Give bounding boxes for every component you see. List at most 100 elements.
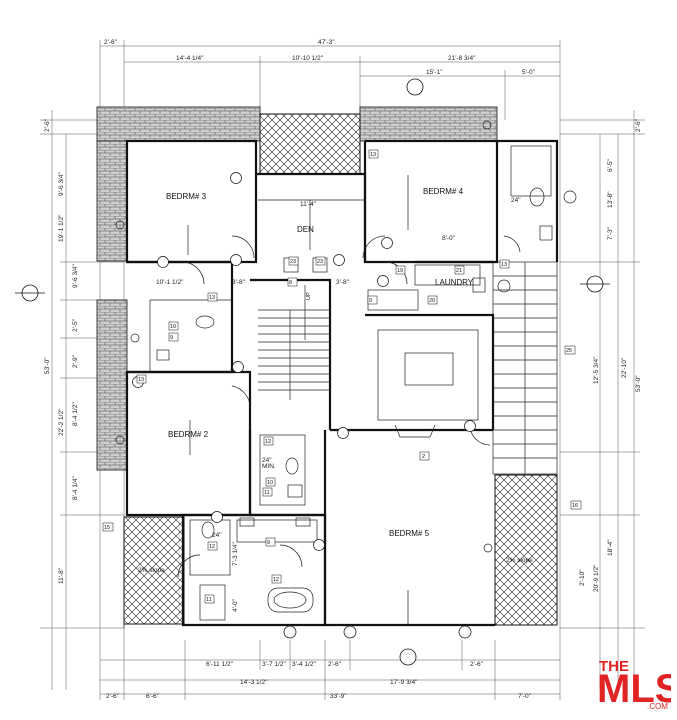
svg-text:10: 10 xyxy=(170,324,176,330)
svg-text:11'-8": 11'-8" xyxy=(58,567,65,584)
mls-logo-mls: MLS xyxy=(597,667,671,711)
svg-text:15'-1": 15'-1" xyxy=(426,69,443,76)
svg-text:16: 16 xyxy=(572,503,578,509)
svg-text:19'-1 1/2": 19'-1 1/2" xyxy=(58,214,65,242)
svg-text:2% slope: 2% slope xyxy=(138,567,165,574)
svg-text:10'-1 1/2": 10'-1 1/2" xyxy=(156,279,184,286)
svg-text:24": 24" xyxy=(212,532,222,539)
svg-text:17'-9 3/4": 17'-9 3/4" xyxy=(390,679,418,686)
svg-text:3'-8": 3'-8" xyxy=(232,279,246,286)
svg-text:MIN.: MIN. xyxy=(262,463,276,470)
room-label-bedroom4: BEDRM# 4 xyxy=(423,187,464,196)
svg-text:12: 12 xyxy=(265,439,271,445)
fixture-tags: 13 13 13 13 12 12 12 10 10 9 9 9 11 11 2… xyxy=(102,149,582,604)
left-dimension-labels: 53'-0" 2'-6" 9'-6 3/4" 19'-1 1/2" 9'-6 3… xyxy=(44,118,79,584)
svg-text:9: 9 xyxy=(267,540,270,546)
svg-text:9: 9 xyxy=(170,335,173,341)
room-labels: BEDRM# 3 BEDRM# 4 DEN LAUNDRY BEDRM# 2 B… xyxy=(166,187,474,538)
svg-text:7'-0": 7'-0" xyxy=(518,693,532,700)
door-swings xyxy=(177,235,521,578)
svg-text:2: 2 xyxy=(422,454,425,460)
svg-text:25: 25 xyxy=(566,348,572,354)
callout-circles xyxy=(132,172,476,551)
svg-text:15: 15 xyxy=(104,525,110,531)
svg-text:9: 9 xyxy=(369,298,372,304)
svg-text:2'-10": 2'-10" xyxy=(579,569,586,586)
svg-text:11: 11 xyxy=(206,597,212,603)
mls-logo-com: .COM xyxy=(647,702,668,711)
svg-text:23: 23 xyxy=(317,259,323,265)
section-markers xyxy=(15,78,610,666)
svg-text:2% slope: 2% slope xyxy=(506,557,533,564)
svg-text:9'-6 3/4": 9'-6 3/4" xyxy=(58,172,65,196)
brick-veneer xyxy=(96,106,498,471)
svg-text:20: 20 xyxy=(429,298,435,304)
svg-text:6'-6": 6'-6" xyxy=(146,693,160,700)
partitions xyxy=(123,145,552,628)
svg-text:22'-2 1/2": 22'-2 1/2" xyxy=(58,408,65,436)
svg-text:21: 21 xyxy=(456,268,462,274)
svg-text:11'-4": 11'-4" xyxy=(300,201,317,208)
svg-text:12: 12 xyxy=(273,577,279,583)
svg-text:8'-4 1/4": 8'-4 1/4" xyxy=(72,476,79,500)
svg-text:8'-0": 8'-0" xyxy=(442,235,456,242)
room-label-bedroom5: BEDRM# 5 xyxy=(389,529,430,538)
svg-text:6'-11 1/2": 6'-11 1/2" xyxy=(206,661,234,668)
svg-text:12'-5 3/4": 12'-5 3/4" xyxy=(593,356,600,384)
svg-text:7'-3": 7'-3" xyxy=(607,226,614,240)
svg-text:2'-6": 2'-6" xyxy=(635,118,642,132)
svg-text:2'-6": 2'-6" xyxy=(470,661,484,668)
room-label-laundry: LAUNDRY xyxy=(435,278,474,287)
svg-text:53'-0": 53'-0" xyxy=(44,357,51,374)
mls-logo-the: THE xyxy=(599,658,629,675)
svg-text:12: 12 xyxy=(209,544,215,550)
svg-text:53'-0": 53'-0" xyxy=(635,375,642,392)
room-label-bedroom3: BEDRM# 3 xyxy=(166,192,207,201)
svg-text:3'-8": 3'-8" xyxy=(336,279,350,286)
svg-text:10: 10 xyxy=(267,480,273,486)
room-label-bedroom2: BEDRM# 2 xyxy=(168,430,209,439)
svg-text:UP: UP xyxy=(306,292,312,300)
svg-text:5'-0": 5'-0" xyxy=(522,69,536,76)
right-dimension-labels: 53'-0" 2'-6" 6'-5" 13'-8" 7'-3" 22'-10" … xyxy=(232,118,642,612)
svg-text:9'-6 3/4": 9'-6 3/4" xyxy=(72,264,79,288)
svg-text:2'-6": 2'-6" xyxy=(104,39,118,46)
svg-text:2'-6": 2'-6" xyxy=(106,693,120,700)
svg-text:47'-3": 47'-3" xyxy=(318,39,335,46)
svg-text:6'-5": 6'-5" xyxy=(607,158,614,172)
walls xyxy=(125,139,559,627)
svg-text:24": 24" xyxy=(511,197,521,204)
decks xyxy=(123,113,558,626)
svg-text:33'-9": 33'-9" xyxy=(330,693,347,700)
svg-text:8: 8 xyxy=(289,280,292,286)
svg-text:8'-4 1/2": 8'-4 1/2" xyxy=(72,402,79,426)
svg-text:23: 23 xyxy=(290,259,296,265)
svg-text:22'-10": 22'-10" xyxy=(621,357,628,378)
svg-text:21'-8 3/4": 21'-8 3/4" xyxy=(448,55,476,62)
svg-text:2'-6": 2'-6" xyxy=(328,661,342,668)
svg-text:13'-8": 13'-8" xyxy=(607,191,614,208)
room-label-den: DEN xyxy=(297,225,314,234)
svg-text:19: 19 xyxy=(397,268,403,274)
svg-text:24": 24" xyxy=(262,457,272,464)
svg-text:14'-4 1/4": 14'-4 1/4" xyxy=(176,55,204,62)
svg-text:3'-4 1/2": 3'-4 1/2" xyxy=(292,661,316,668)
svg-text:20'-9 1/2": 20'-9 1/2" xyxy=(593,564,600,592)
svg-text:11: 11 xyxy=(264,490,270,496)
svg-text:7'-3 1/4": 7'-3 1/4" xyxy=(232,542,239,566)
mls-logo: THE MLS .COM xyxy=(597,658,671,711)
svg-text:18'-4": 18'-4" xyxy=(607,539,614,556)
dimension-labels: 47'-3" 2'-6" 14'-4 1/4" 10'-10 1/2" 21'-… xyxy=(104,39,536,700)
svg-text:4'-0": 4'-0" xyxy=(232,598,239,612)
svg-text:3'-7 1/2": 3'-7 1/2" xyxy=(262,661,286,668)
svg-text:2'-5": 2'-5" xyxy=(72,318,79,332)
svg-text:13: 13 xyxy=(501,262,507,268)
svg-text:10'-10 1/2": 10'-10 1/2" xyxy=(292,55,324,62)
svg-text:2'-9": 2'-9" xyxy=(72,354,79,368)
svg-text:13: 13 xyxy=(370,152,376,158)
svg-text:2'-6": 2'-6" xyxy=(44,118,51,132)
svg-text:13: 13 xyxy=(138,377,144,383)
svg-text:14'-3 1/2": 14'-3 1/2" xyxy=(240,679,268,686)
exterior-stair xyxy=(492,261,558,475)
